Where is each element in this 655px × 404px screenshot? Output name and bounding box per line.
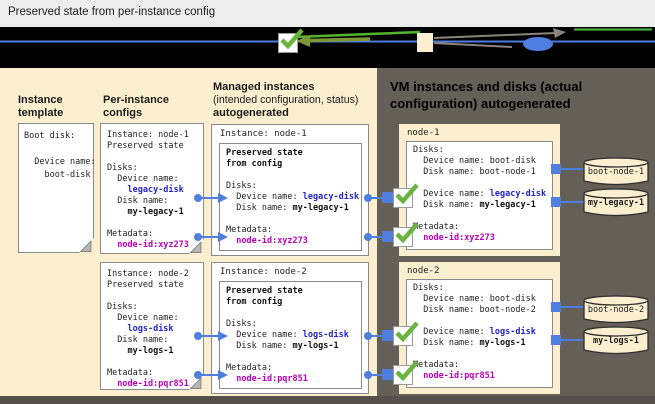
disk-label: boot-node-2 [587,305,645,315]
bottom-bar [0,396,655,404]
folded-corner-icon [189,239,204,254]
vm-title: node-1 [407,128,440,138]
legend-graphics [0,28,655,52]
managed-instance-title: Instance: node-1 [220,129,307,139]
status-check-icon [393,183,419,208]
connector-line [368,374,384,376]
connector-line [561,168,585,170]
connector-square [551,335,561,345]
vm-inner-box: Disks: Device name: boot-disk Disk name:… [406,141,553,250]
disk-cylinder-boot-node-1: boot-node-1 [583,157,649,187]
connector-square [382,330,393,341]
connector-square [551,164,561,174]
status-check-icon [393,222,419,247]
connector-line [198,236,219,238]
legend-gray-arrow-1 [433,32,557,39]
folded-corner-icon [79,238,94,253]
connector-line [561,339,585,341]
disk-cylinder-boot-node-2: boot-node-2 [583,295,649,325]
instance-template-text: Boot disk: Device name: boot-disk [24,131,96,180]
title-bar: Preserved state from per-instance config [0,0,655,27]
vm-inner-box: Disks: Device name: boot-disk Disk name:… [406,279,553,388]
connector-line [561,201,585,203]
vm-box-node-1: node-1 Disks: Device name: boot-disk Dis… [399,124,560,256]
connector-line [198,335,219,337]
instance-template-box: Boot disk: Device name: boot-disk [18,123,96,253]
disk-cylinder-my-logs-1: my-logs-1 [583,326,649,356]
connector-line [368,236,384,238]
managed-instance-title: Instance: node-2 [220,267,307,277]
vm-text-node-1: Disks: Device name: boot-disk Disk name:… [413,145,547,243]
folded-corner-icon [189,375,204,390]
legend-status-check-icon [278,28,304,53]
disk-label: my-logs-1 [592,336,640,346]
connector-square [382,192,393,203]
connector-square [551,302,561,312]
disk-label: my-legacy-1 [587,198,645,208]
arrow-right-icon [218,193,228,203]
legend-olive-line [307,37,371,43]
disk-cylinder-my-legacy-1: my-legacy-1 [583,188,649,218]
legend-template-swatch [417,33,433,52]
status-check-icon [393,360,419,385]
connector-line [198,374,219,376]
header-managed-instances: Managed instances (intended configuratio… [213,81,359,119]
arrow-right-icon [218,331,228,341]
connector-line [561,306,585,308]
legend-green-line [295,30,421,39]
legend-band [0,27,655,68]
connector-line [368,197,384,199]
arrow-right-icon [218,232,228,242]
disk-label: boot-node-1 [587,167,645,177]
connector-line [198,197,219,199]
header-instance-template: Instance template [18,94,64,119]
legend-olive-arrowhead [296,35,310,47]
status-check-icon [393,321,419,346]
legend-vm-ellipse [523,37,553,51]
page-title: Preserved state from per-instance config [8,6,216,18]
connector-line [368,335,384,337]
arrow-right-icon [218,370,228,380]
header-vm-instances: VM instances and disks (actual configura… [390,79,583,111]
legend-gray-arrowhead [553,28,566,38]
connector-square [382,369,393,380]
vm-title: node-2 [407,266,440,276]
connector-square [551,197,561,207]
header-per-instance-configs: Per-instance configs [103,94,170,119]
vm-box-node-2: node-2 Disks: Device name: boot-disk Dis… [399,262,560,394]
legend-gray-arrow-2 [433,42,513,48]
vm-text-node-2: Disks: Device name: boot-disk Disk name:… [413,283,536,381]
connector-square [382,231,393,242]
